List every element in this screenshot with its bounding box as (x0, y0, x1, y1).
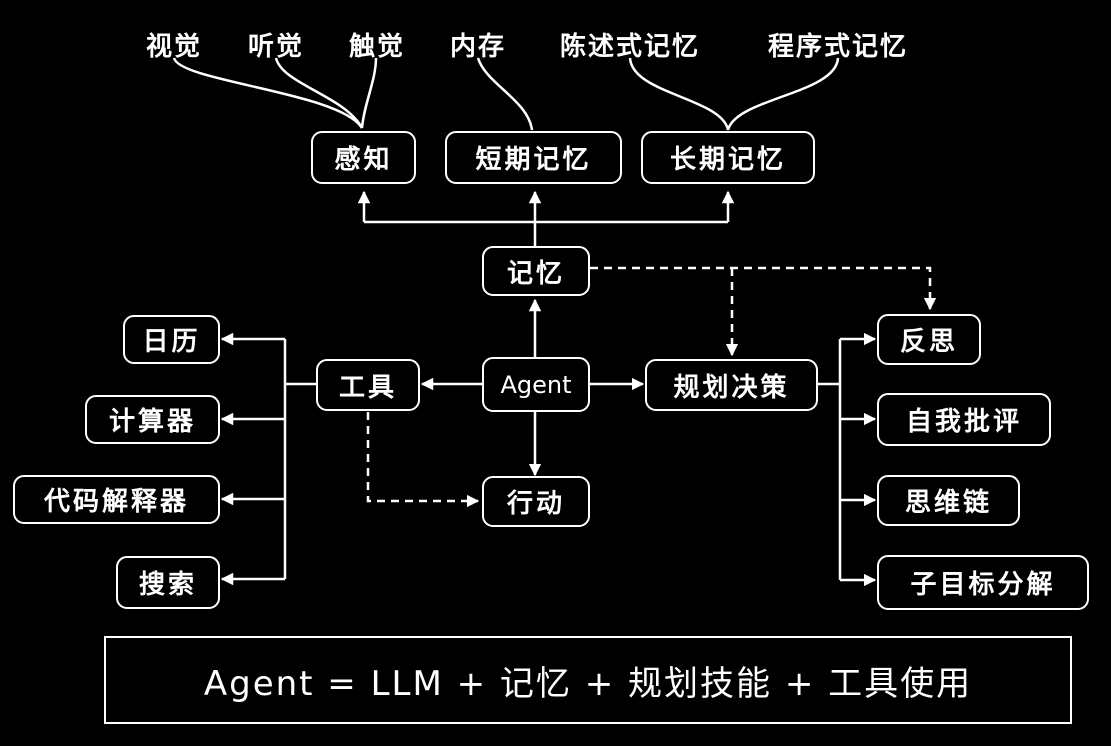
planning-subgoal-decomposition: 子目标分解 (877, 555, 1089, 610)
dashed-memory-to-reflection (590, 266, 937, 311)
planning-reflection: 反思 (877, 314, 981, 365)
planning-node: 规划决策 (645, 359, 818, 411)
memory-type-perception: 感知 (311, 131, 416, 184)
curve-hearing-to-perception (274, 57, 364, 129)
curve-ram-to-shortterm (476, 57, 534, 131)
curve-vision-to-perception (172, 57, 364, 129)
tool-calendar: 日历 (123, 315, 220, 364)
perception-source-hearing: 听觉 (247, 32, 305, 62)
long-term-source-procedural: 程序式记忆 (767, 32, 909, 62)
curve-procedural-to-longterm (726, 57, 840, 131)
memory-type-short-term: 短期记忆 (445, 131, 622, 184)
memory-type-long-term: 长期记忆 (641, 131, 815, 184)
agent-formula: Agent = LLM + 记忆 + 规划技能 + 工具使用 (104, 636, 1072, 724)
curve-declarative-to-longterm (628, 57, 730, 131)
action-node: 行动 (482, 476, 590, 527)
agent-node: Agent (482, 357, 590, 412)
curve-touch-to-perception (360, 57, 378, 129)
tools-node: 工具 (316, 359, 420, 411)
dashed-tools-to-action (366, 412, 480, 508)
perception-source-vision: 视觉 (145, 32, 203, 62)
planning-self-critique: 自我批评 (877, 393, 1051, 446)
perception-source-touch: 触觉 (348, 32, 406, 62)
tool-calculator: 计算器 (85, 395, 220, 444)
long-term-source-declarative: 陈述式记忆 (559, 32, 701, 62)
tool-code-interpreter: 代码解释器 (13, 475, 220, 524)
memory-node: 记忆 (482, 246, 590, 296)
tool-search: 搜索 (116, 556, 220, 609)
planning-chain-of-thought: 思维链 (877, 475, 1020, 526)
short-term-source: 内存 (449, 32, 507, 62)
